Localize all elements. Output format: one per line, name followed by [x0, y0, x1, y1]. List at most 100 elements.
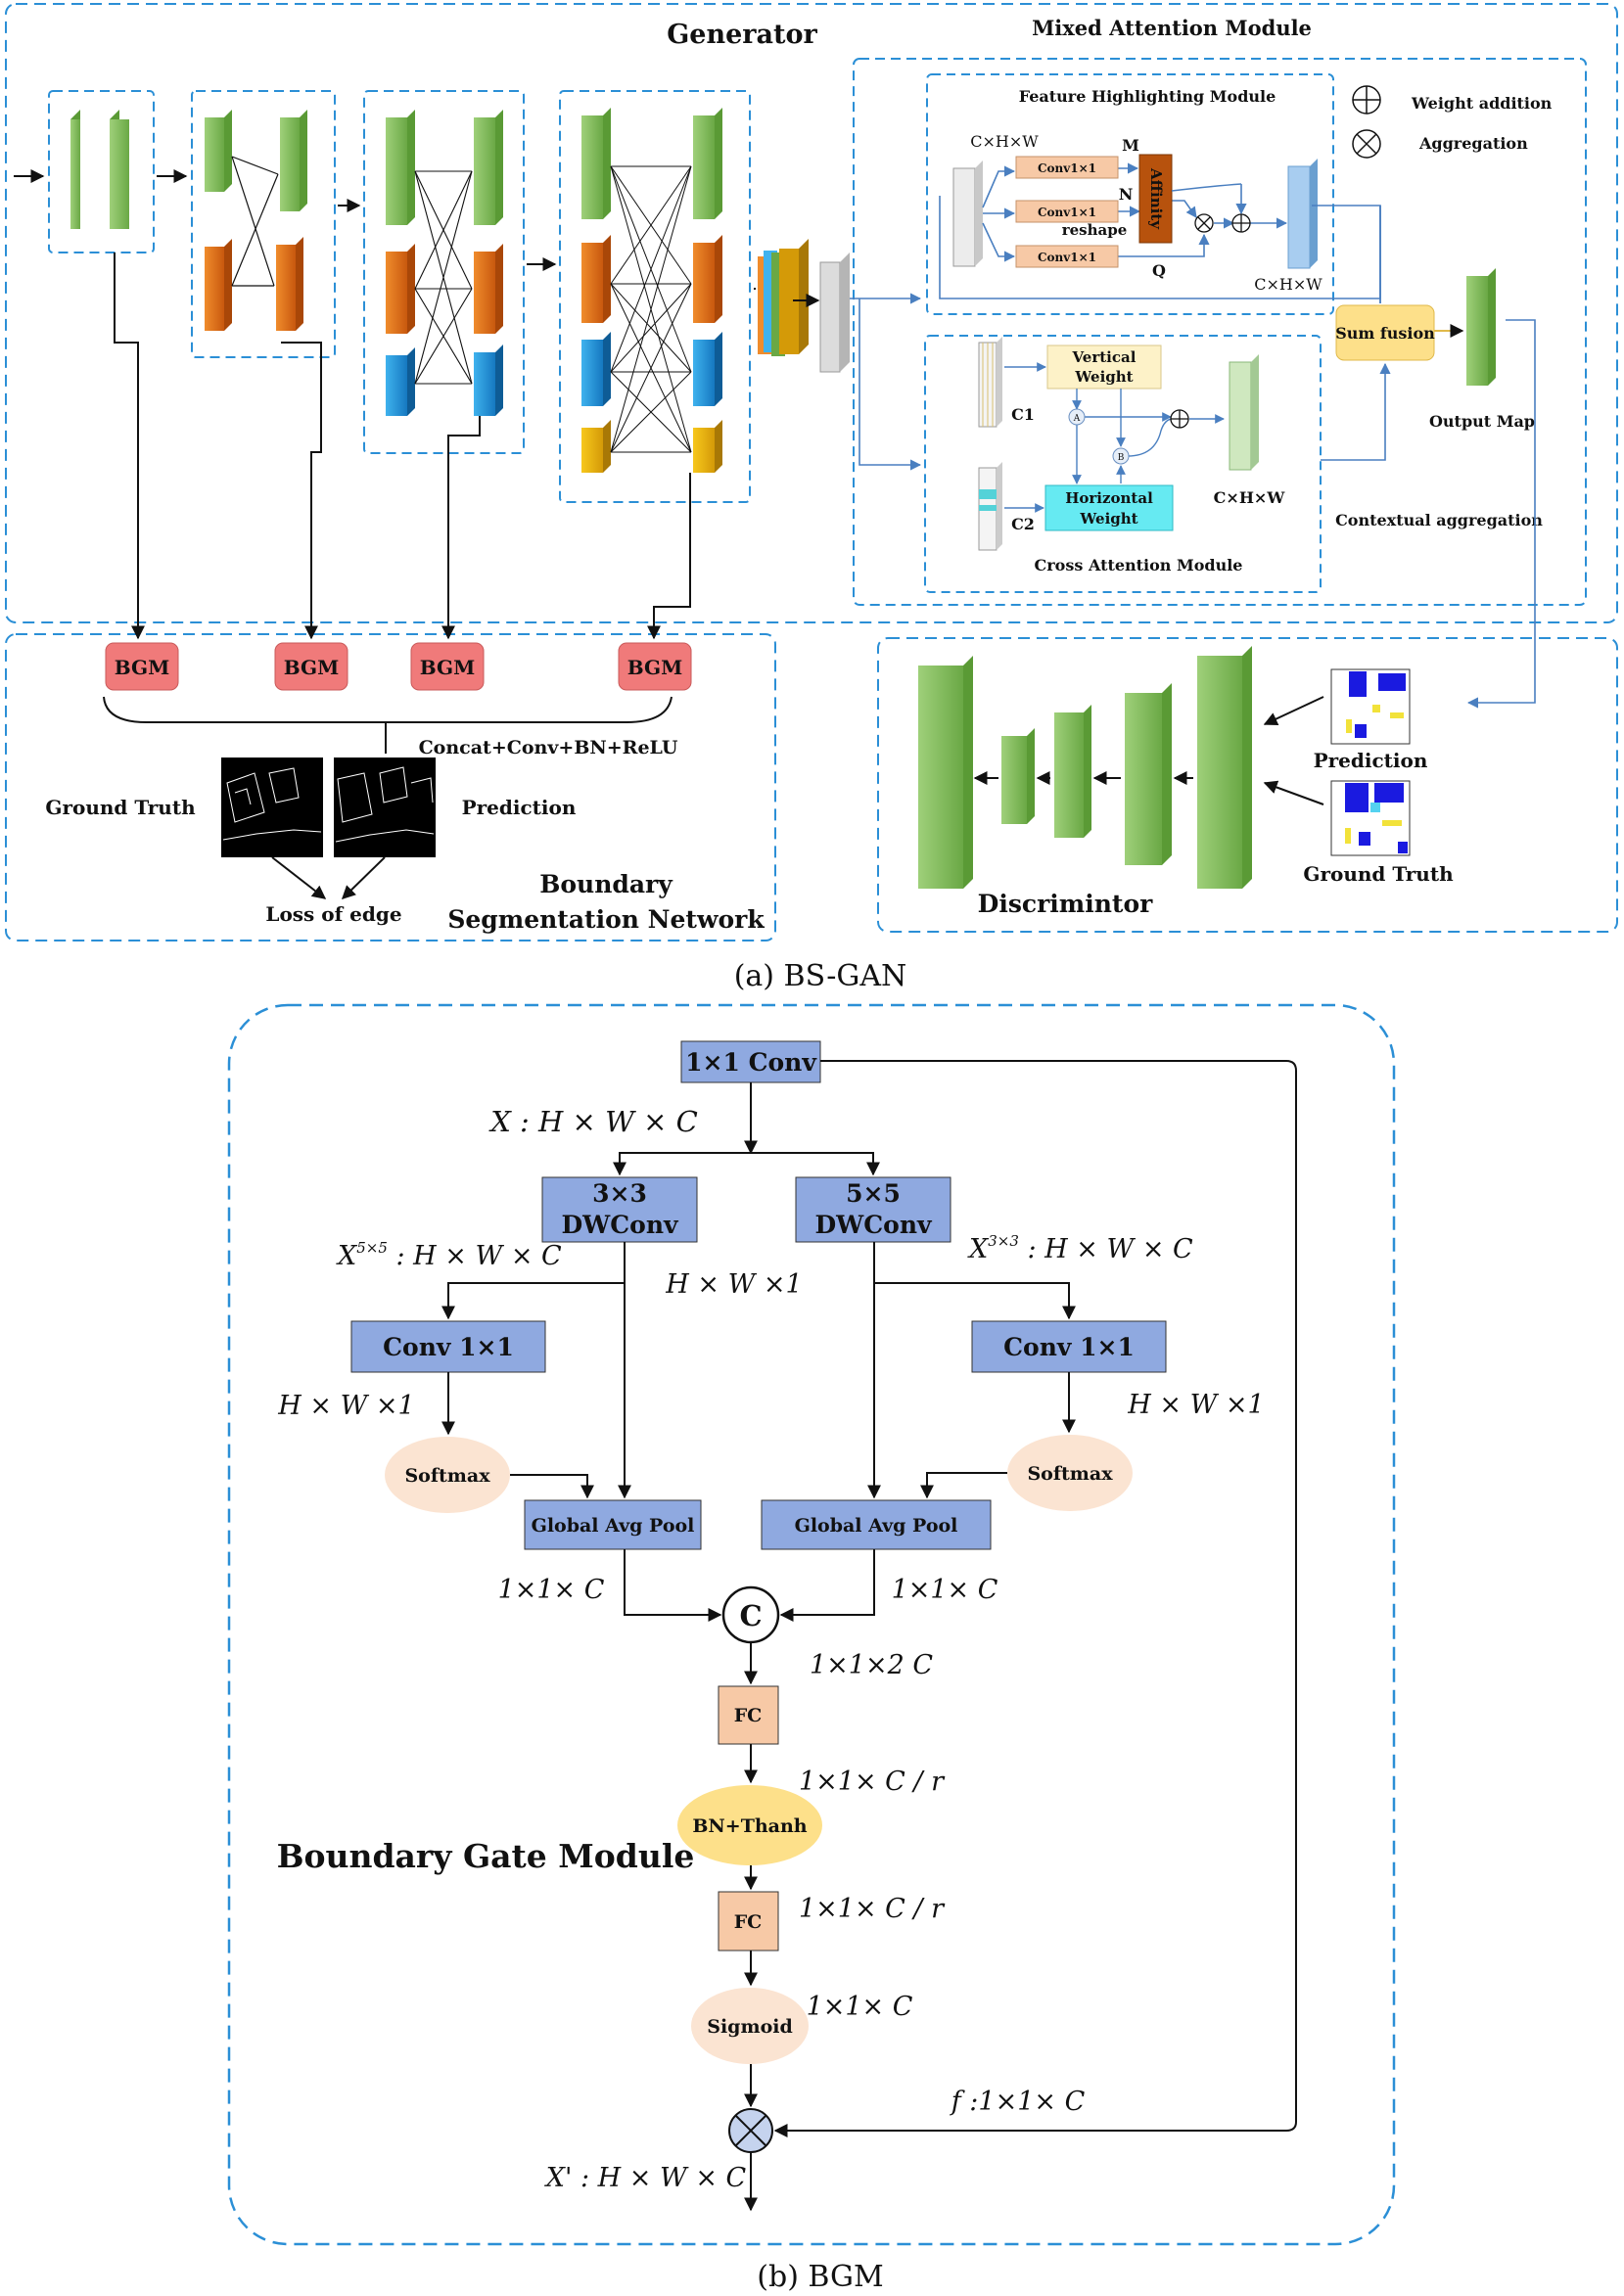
fhm-aggregation-icon: [1194, 213, 1214, 233]
discriminator-blocks: [918, 646, 1252, 889]
legend-aggregation: Aggregation: [1418, 134, 1528, 153]
stage-3-blocks: [386, 110, 503, 416]
concat-label: Concat+Conv+BN+ReLU: [419, 737, 678, 758]
bgm-3-label: BGM: [420, 656, 476, 679]
multiply-node: [728, 2108, 773, 2153]
bgm-2: BGM: [274, 642, 348, 691]
affinity-block: [1138, 154, 1173, 244]
bgm-merge-brace: [103, 696, 673, 723]
dwconv5x5-line1: 5×5: [846, 1179, 901, 1208]
fhm-conv2-label: Conv1×1: [1038, 206, 1096, 219]
f-dim: f :1×1× C: [950, 2087, 1086, 2117]
conv1x1-right: [971, 1320, 1167, 1373]
edge-ground-truth-image: [221, 758, 323, 857]
bsn-prediction: Prediction: [462, 796, 577, 819]
sum-fusion-label: Sum fusion: [1335, 324, 1435, 343]
horizontal-weight-line1: Horizontal: [1065, 489, 1153, 507]
fc-2: [718, 1891, 779, 1952]
discriminator-box: [877, 637, 1618, 933]
bsn-title-line2: Segmentation Network: [447, 905, 765, 934]
caption-a: (a) BS-GAN: [734, 959, 907, 993]
softmax-right-label: Softmax: [1027, 1463, 1113, 1485]
disc-ground-truth-image: [1330, 780, 1411, 856]
fhm-addition-icon: [1231, 213, 1251, 233]
dwconv5x5-line2: DWConv: [814, 1211, 933, 1239]
cam-c1-block: [978, 337, 1002, 428]
xprime-dim: X' : H × W × C: [544, 2163, 747, 2193]
fhm-q: Q: [1152, 261, 1166, 280]
bsn-ground-truth: Ground Truth: [45, 796, 196, 819]
c2-dim: 1×1×2 C: [810, 1650, 933, 1680]
cam-node-b-label: B: [1118, 453, 1125, 463]
cam-node-a: A: [1068, 408, 1086, 426]
fhm-conv2: [1015, 200, 1119, 223]
cam-output-dim: C×H×W: [1214, 488, 1286, 507]
conv1x1-top-label: 1×1 Conv: [685, 1048, 817, 1077]
cam-box: [924, 335, 1322, 593]
sigmoid-label: Sigmoid: [707, 2016, 793, 2038]
stage-2-box: [191, 90, 336, 358]
sigmoid: [691, 1988, 809, 2064]
horizontal-weight-line2: Weight: [1079, 510, 1137, 528]
softmax-right: [1007, 1435, 1133, 1511]
stage-1-box: [48, 90, 155, 253]
cr1-dim: 1×1× C / r: [799, 1767, 946, 1797]
fhm-output-dim: C×H×W: [1254, 275, 1322, 294]
output-map-block: [1466, 268, 1496, 386]
bgm-3: BGM: [410, 642, 485, 691]
vertical-weight-line1: Vertical: [1072, 348, 1137, 366]
bgm-4: BGM: [618, 642, 692, 691]
fhm-input-dim: C×H×W: [970, 132, 1039, 151]
fhm-conv1: [1015, 156, 1119, 179]
gap-right-label: Global Avg Pool: [795, 1515, 958, 1537]
fhm-n: N: [1119, 185, 1134, 204]
disc-ground-truth: Ground Truth: [1303, 862, 1454, 886]
concat-c-node: C: [721, 1585, 780, 1644]
disc-prediction-image: [1330, 668, 1411, 745]
cam-title: Cross Attention Module: [1035, 556, 1243, 574]
fhm-conv3: [1015, 245, 1119, 268]
fhm-conv1-label: Conv1×1: [1038, 161, 1096, 175]
affinity-label: Affinity: [1147, 167, 1165, 230]
sum-fusion-box: [1335, 304, 1435, 361]
hw1-left: H × W ×1: [277, 1391, 414, 1421]
panel-b: 1×1 Conv X : H × W × C 3×3 DWConv 5×5 DW…: [227, 1003, 1396, 2294]
panel-a: Generator Mixed Attention Module: [5, 3, 1618, 993]
stage-2-blocks: [205, 110, 307, 331]
gap-left-label: Global Avg Pool: [532, 1515, 695, 1537]
fhm-title: Feature Highlighting Module: [1019, 87, 1276, 106]
cam-node-a-label: A: [1073, 414, 1081, 424]
conv1x1-right-label: Conv 1×1: [1003, 1333, 1135, 1361]
fhm-output-block: [1287, 159, 1318, 269]
loss-of-edge: Loss of edge: [265, 902, 401, 926]
bgm-4-label: BGM: [627, 656, 683, 679]
bsn-box: [5, 633, 776, 941]
c11-right: 1×1× C: [892, 1575, 998, 1605]
mixed-attention-box: [853, 58, 1587, 606]
legend-weight-addition: Weight addition: [1411, 94, 1553, 113]
fhm-input-block: [952, 161, 983, 267]
concat-c-label: C: [739, 1599, 762, 1632]
x3-dim: X3×3 : H × W × C: [967, 1232, 1193, 1264]
weight-addition-icon: [1352, 85, 1381, 115]
softmax-left-label: Softmax: [404, 1465, 490, 1487]
bgm-outer-box: [227, 1003, 1396, 2246]
conv1x1-left: [350, 1320, 546, 1373]
stage-3-box: [363, 90, 525, 454]
generator-title: Generator: [667, 20, 817, 50]
gap-left: [524, 1499, 702, 1550]
cam-c2-block: [978, 462, 1002, 551]
cam-addition-icon: [1170, 409, 1189, 429]
edge-prediction-image: [334, 758, 436, 857]
fhm-box: [926, 73, 1334, 315]
c11-left: 1×1× C: [498, 1575, 605, 1605]
stage-1-blocks: [70, 110, 129, 229]
x-dim: X : H × W × C: [488, 1105, 698, 1138]
x5-dim: X5×5 : H × W × C: [336, 1239, 562, 1271]
bgm-1-label: BGM: [115, 656, 170, 679]
gap-right: [761, 1499, 992, 1550]
caption-b: (b) BGM: [757, 2260, 883, 2294]
aggregation-icon: [1352, 129, 1381, 159]
horizontal-weight-box: [1044, 484, 1174, 531]
